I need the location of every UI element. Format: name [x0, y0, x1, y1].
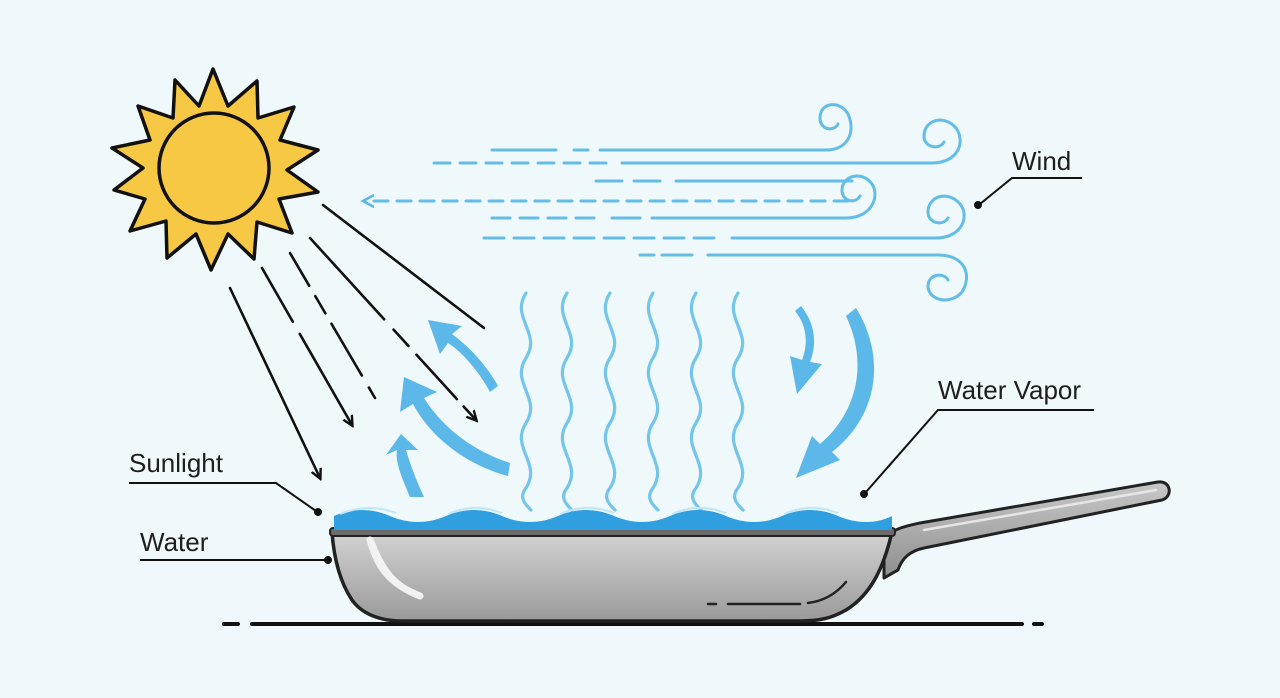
- water-vapor-leader: [865, 409, 1094, 493]
- vapor-line: [731, 291, 745, 512]
- rising-arrow: [428, 320, 498, 392]
- water-vapor-lines: [519, 291, 745, 512]
- pan-body: [330, 530, 894, 623]
- wind-swirl: [598, 103, 853, 152]
- sun-disc: [157, 111, 271, 225]
- sunlight-ray: [260, 266, 352, 425]
- sunlight-ray: [321, 203, 486, 330]
- water-label: Water: [140, 527, 209, 557]
- vapor-line: [560, 291, 574, 512]
- rising-arrows: [386, 320, 510, 497]
- sunlight-ray: [288, 251, 377, 400]
- wind-label: Wind: [1012, 146, 1072, 176]
- vapor-line: [603, 291, 617, 512]
- leader-lines: [129, 177, 1094, 564]
- wind-leader: [979, 177, 1082, 205]
- water-layer: [334, 510, 892, 530]
- descending-arrow: [796, 308, 875, 478]
- wind-swirl: [706, 253, 968, 302]
- wind-swirl: [730, 194, 966, 240]
- sunlight-ray: [308, 236, 476, 420]
- vapor-line: [646, 291, 660, 512]
- frying-pan-icon: [329, 480, 1171, 623]
- sunlight-ray: [228, 286, 320, 478]
- wind-swirl: [620, 118, 962, 165]
- sunlight-rays: [228, 203, 486, 478]
- sun-icon: [110, 67, 320, 272]
- water-vapor-label: Water Vapor: [938, 375, 1082, 405]
- vapor-line: [689, 291, 703, 512]
- sunlight-leader: [129, 482, 317, 512]
- water-surface: [334, 506, 892, 530]
- wind-icon: [364, 103, 968, 302]
- rising-arrow: [400, 377, 510, 476]
- vapor-line: [519, 291, 533, 512]
- pan-handle: [882, 480, 1171, 580]
- rising-arrow: [386, 434, 424, 497]
- sunlight-label: Sunlight: [129, 448, 223, 478]
- descending-arrow: [790, 306, 822, 394]
- descending-arrows: [790, 306, 875, 478]
- wind-swirl: [650, 174, 877, 220]
